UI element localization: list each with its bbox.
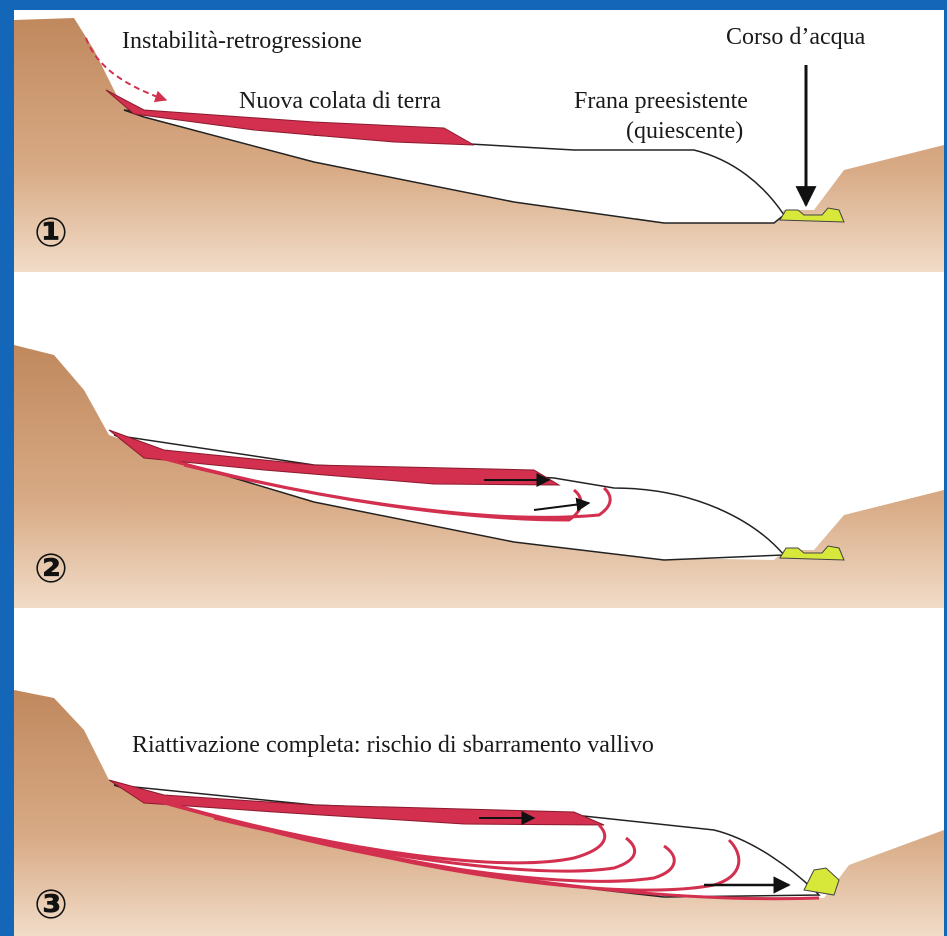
panel-number-1: ① — [34, 210, 68, 256]
panel-3: Riattivazione completa: rischio di sbarr… — [14, 690, 944, 936]
watercourse-2 — [780, 546, 844, 560]
label-watercourse: Corso d’acqua — [726, 24, 866, 50]
label-complete-reactivation: Riattivazione completa: rischio di sbarr… — [132, 732, 654, 758]
watercourse-3 — [804, 868, 839, 895]
label-new-flow: Nuova colata di terra — [239, 88, 441, 114]
label-instability: Instabilità-retrogressione — [122, 28, 362, 54]
label-preexisting-2: (quiescente) — [626, 118, 743, 144]
label-preexisting-1: Frana preesistente — [574, 88, 748, 114]
diagram-frame: Instabilità-retrogressione Nuova colata … — [14, 10, 944, 936]
panel-number-3: ③ — [34, 882, 68, 928]
landslide-diagram: Instabilità-retrogressione Nuova colata … — [14, 10, 944, 936]
panel-number-2: ② — [34, 546, 68, 592]
panel-1: Instabilità-retrogressione Nuova colata … — [14, 18, 944, 272]
panel-2: ② — [14, 345, 944, 608]
